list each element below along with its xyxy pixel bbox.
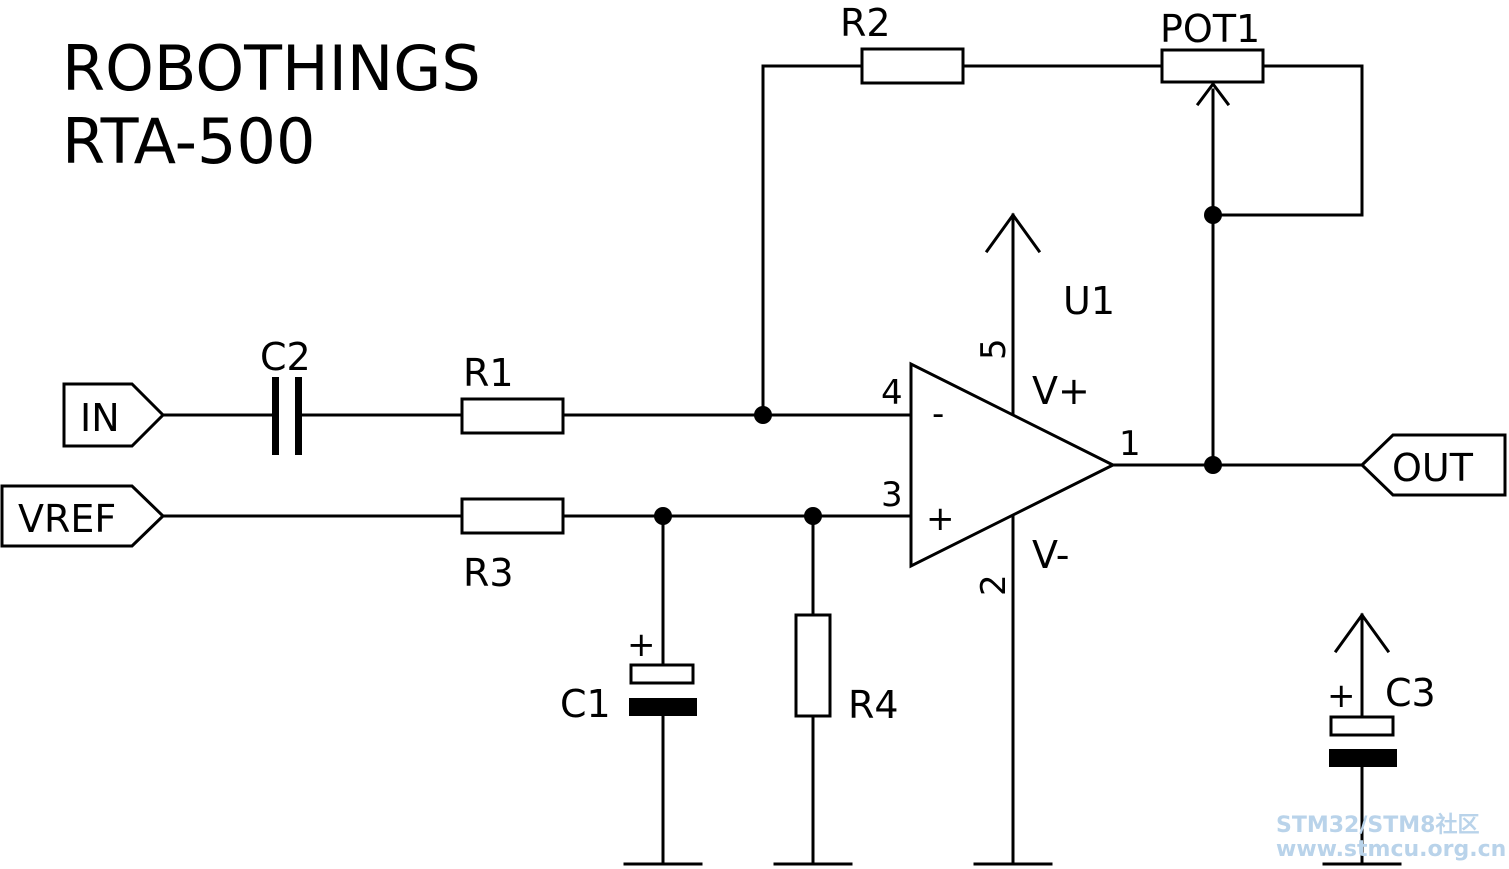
supply-arrow-icon bbox=[984, 212, 1042, 254]
supply-arrow-icon bbox=[1333, 612, 1391, 654]
c3-plus: + bbox=[1327, 676, 1356, 716]
c1-label: C1 bbox=[560, 682, 611, 726]
junction-dot bbox=[754, 406, 772, 424]
r4-label: R4 bbox=[848, 683, 899, 727]
watermark-line-1: STM32/STM8社区 bbox=[1276, 812, 1479, 838]
port-vref-label: VREF bbox=[18, 497, 116, 541]
pot1-label: POT1 bbox=[1160, 7, 1260, 51]
resistor-r3: R3 bbox=[460, 497, 565, 595]
c3-label: C3 bbox=[1385, 671, 1436, 715]
title-line-2: RTA-500 bbox=[62, 105, 315, 178]
capacitor-c2: C2 bbox=[260, 335, 311, 455]
port-in: IN bbox=[62, 382, 166, 448]
watermark-line-2: www.stmcu.org.cn bbox=[1276, 837, 1506, 862]
junction-dot bbox=[1204, 206, 1222, 224]
junction-dot bbox=[654, 507, 672, 525]
potentiometer-pot1: POT1 bbox=[1160, 7, 1265, 107]
vminus-label: V- bbox=[1032, 533, 1069, 577]
pin-3-label: 3 bbox=[881, 475, 903, 515]
pin-2-label: 2 bbox=[974, 574, 1014, 596]
opamp-u1: U1 - + 4 3 1 V+ V- 5 2 bbox=[881, 279, 1141, 596]
title-line-1: ROBOTHINGS bbox=[62, 32, 481, 105]
u1-label: U1 bbox=[1063, 279, 1115, 323]
vplus-label: V+ bbox=[1032, 369, 1090, 413]
port-in-label: IN bbox=[80, 396, 120, 440]
resistor-r4: R4 bbox=[794, 613, 899, 727]
pin-5-label: 5 bbox=[974, 338, 1014, 360]
capacitor-c1: + C1 bbox=[560, 625, 697, 726]
opamp-noninverting-symbol: + bbox=[926, 499, 955, 539]
r2-label: R2 bbox=[840, 1, 891, 45]
port-out: OUT bbox=[1359, 433, 1507, 497]
pin-4-label: 4 bbox=[881, 373, 903, 413]
resistor-r1: R1 bbox=[460, 351, 565, 435]
r3-label: R3 bbox=[463, 551, 514, 595]
opamp-inverting-symbol: - bbox=[932, 394, 944, 434]
c2-label: C2 bbox=[260, 335, 311, 379]
junction-dot bbox=[1204, 456, 1222, 474]
watermark: STM32/STM8社区 www.stmcu.org.cn bbox=[1276, 812, 1506, 862]
junction-dot bbox=[804, 507, 822, 525]
c1-plus: + bbox=[627, 625, 656, 665]
port-vref: VREF bbox=[0, 484, 166, 548]
port-out-label: OUT bbox=[1392, 446, 1474, 490]
capacitor-c3: + C3 bbox=[1327, 671, 1436, 767]
resistor-r2: R2 bbox=[840, 1, 965, 85]
wires bbox=[161, 64, 1364, 866]
pin-1-label: 1 bbox=[1119, 424, 1141, 464]
r1-label: R1 bbox=[463, 351, 514, 395]
